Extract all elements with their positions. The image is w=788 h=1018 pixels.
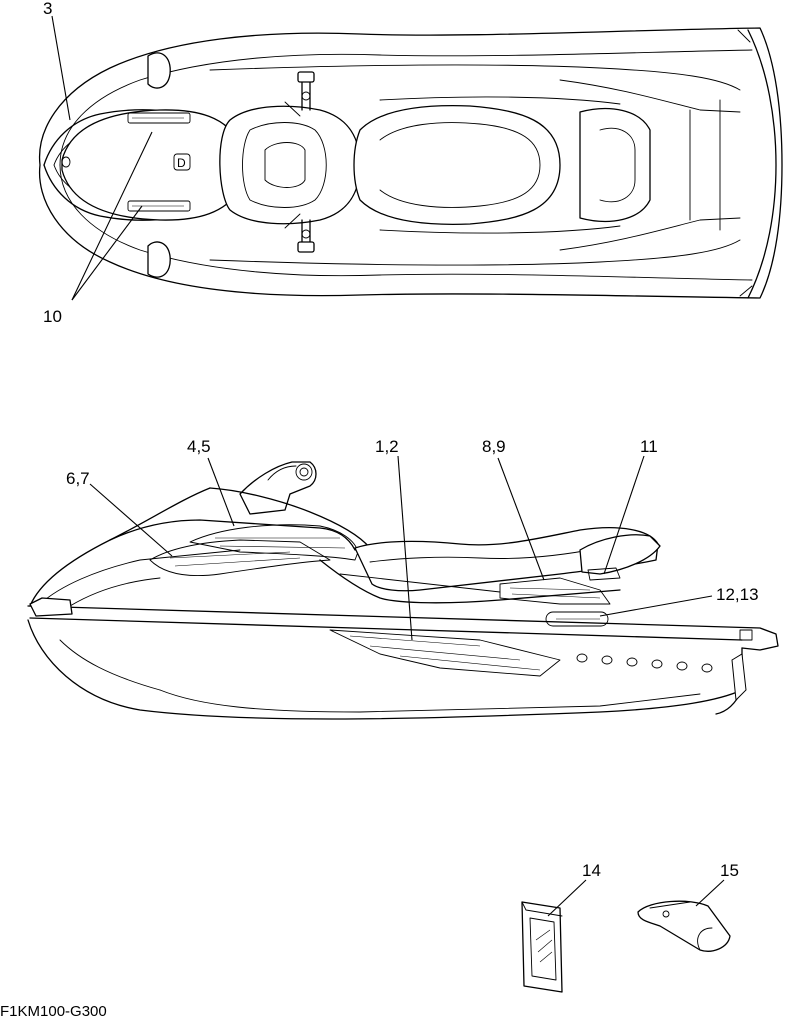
callout-12-13: 12,13 xyxy=(716,585,759,604)
part-15-key-cover xyxy=(637,900,731,952)
callout-1-2: 1,2 xyxy=(375,437,399,456)
callout-6-7: 6,7 xyxy=(66,469,90,488)
decal-4-5 xyxy=(189,524,359,561)
callout-3: 3 xyxy=(43,0,52,18)
callout-4-5: 4,5 xyxy=(187,437,211,456)
leader-lines xyxy=(51,15,725,917)
decal-1-2 xyxy=(329,629,561,677)
watercraft-side-view xyxy=(27,461,779,720)
rear-handle-decal-11 xyxy=(579,534,661,581)
callout-8-9: 8,9 xyxy=(482,437,506,456)
watercraft-top-view: D xyxy=(38,27,783,299)
vent-holes xyxy=(576,653,713,673)
drawing-code: F1KM100-G300 xyxy=(0,1003,107,1018)
decal-6-7 xyxy=(149,539,331,577)
callout-15: 15 xyxy=(720,861,739,880)
callout-10: 10 xyxy=(43,307,62,326)
decal-10-lower xyxy=(127,200,191,212)
decal-10-upper xyxy=(127,112,191,124)
part-14-pouch xyxy=(521,901,563,993)
callout-11: 11 xyxy=(640,437,658,456)
callout-14: 14 xyxy=(582,861,601,880)
emblem-12-13 xyxy=(545,611,609,627)
d-mark-glyph: D xyxy=(177,156,186,170)
decal-8-9 xyxy=(499,577,611,605)
